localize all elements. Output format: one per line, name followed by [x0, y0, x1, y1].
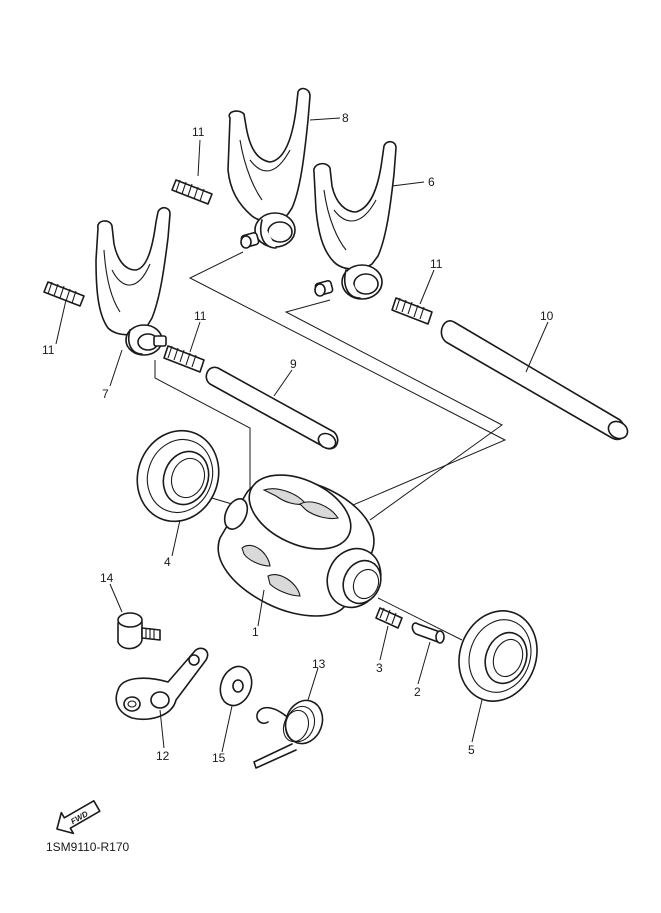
callout-11-middle: 11	[194, 309, 207, 323]
torsion-spring-13	[253, 699, 324, 769]
callout-10: 10	[540, 309, 554, 323]
fwd-arrow-icon: FWD	[56, 800, 101, 835]
shift-drum-1	[217, 474, 382, 617]
assembly-guide-lines	[154, 251, 507, 641]
callout-14: 14	[100, 571, 114, 585]
spring-3	[375, 607, 403, 629]
shift-fork-7	[95, 206, 171, 356]
fork-shaft-10	[440, 320, 629, 441]
callout-7: 7	[102, 387, 109, 401]
callout-11-left: 11	[42, 343, 55, 357]
callout-5: 5	[468, 743, 475, 757]
callout-13: 13	[312, 657, 326, 671]
callout-3: 3	[376, 661, 383, 675]
callout-6: 6	[428, 175, 435, 189]
callout-2: 2	[414, 685, 421, 699]
segment-12	[115, 647, 209, 720]
bolt-14	[117, 612, 161, 650]
bearing-4	[136, 429, 220, 523]
spring-11-right	[391, 297, 433, 325]
callout-11-right: 11	[430, 257, 443, 271]
callout-1: 1	[252, 625, 259, 639]
shift-fork-6	[313, 140, 397, 300]
leader-lines	[55, 117, 549, 753]
callout-15: 15	[212, 751, 226, 765]
spring-11-middle	[163, 345, 205, 373]
washer-15	[219, 665, 253, 707]
shift-fork-8	[227, 87, 311, 249]
callout-labels: 8 6 11 11 11 11 7 9 10 4 1 3 2 5 14 12 1…	[42, 111, 554, 765]
pin-2	[411, 622, 445, 644]
callout-12: 12	[156, 749, 170, 763]
diagram-reference-code: 1SM9110-R170	[46, 840, 130, 854]
bearing-5	[458, 610, 538, 702]
spring-11-top	[171, 179, 213, 205]
callout-8: 8	[342, 111, 349, 125]
spring-11-left	[43, 281, 85, 307]
callout-9: 9	[290, 357, 297, 371]
fork-shaft-9	[205, 366, 339, 450]
callout-11-top: 11	[192, 125, 205, 139]
callout-4: 4	[164, 555, 171, 569]
